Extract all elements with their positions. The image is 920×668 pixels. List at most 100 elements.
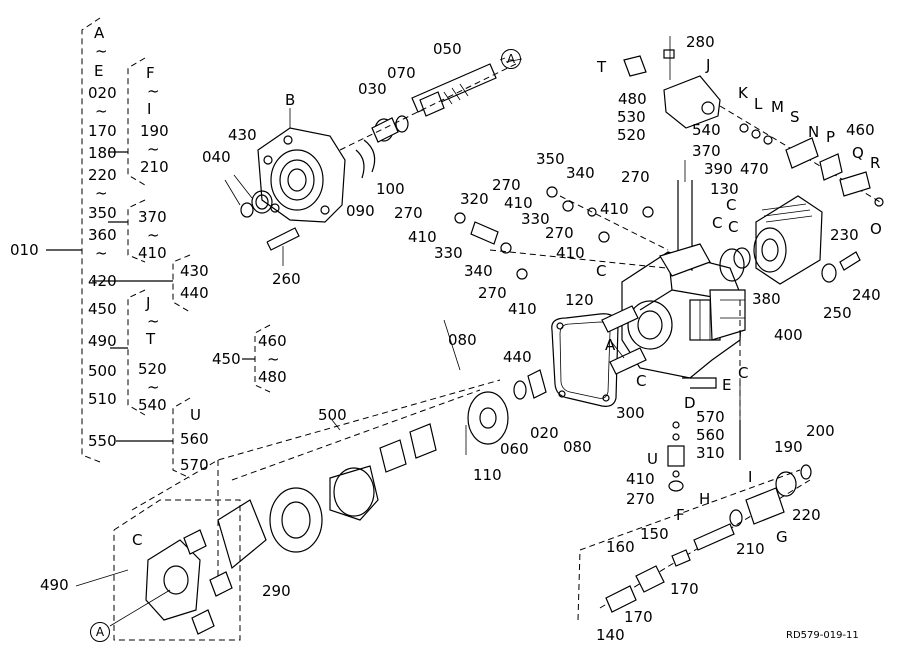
part-label: 260: [272, 270, 301, 288]
bracket-label: A: [94, 24, 105, 42]
bracket-label: 480: [258, 368, 287, 386]
part-label: 100: [376, 180, 405, 198]
rotating-group-500: [131, 369, 547, 580]
part-label: 500: [318, 406, 347, 424]
part-label: 280: [686, 33, 715, 51]
bracket-label: 450: [88, 300, 117, 318]
part-label: C: [712, 214, 723, 232]
part-label: 050: [433, 40, 462, 58]
part-label: U: [647, 450, 658, 468]
connector-marker: A: [501, 49, 521, 69]
part-label: 040: [202, 148, 231, 166]
part-label: I: [748, 468, 753, 486]
bracket-label: 570: [180, 456, 209, 474]
part-label: 150: [640, 525, 669, 543]
part-label: G: [776, 528, 788, 546]
part-label: 520: [617, 126, 646, 144]
bracket-label: ~: [147, 378, 160, 396]
part-label: 270: [621, 168, 650, 186]
part-label: K: [738, 84, 748, 102]
part-label: 030: [358, 80, 387, 98]
part-label: C: [728, 218, 739, 236]
part-label: 090: [346, 202, 375, 220]
bracket-label: 190: [140, 122, 169, 140]
part-label: L: [754, 95, 763, 113]
bracket-label: 490: [88, 332, 117, 350]
bracket-label: ~: [147, 82, 160, 100]
part-label: 310: [696, 444, 725, 462]
part-label: 540: [692, 121, 721, 139]
part-label: 530: [617, 108, 646, 126]
part-label: 370: [692, 142, 721, 160]
bracket-label: E: [94, 62, 104, 80]
bracket-label: U: [190, 406, 201, 424]
small-fittings: [454, 186, 669, 280]
bracket-label: 440: [180, 284, 209, 302]
connector-marker: A: [90, 622, 110, 642]
part-label: 230: [830, 226, 859, 244]
part-label: 270: [545, 224, 574, 242]
part-label: E: [722, 376, 732, 394]
part-label: 410: [600, 200, 629, 218]
part-label: 460: [846, 121, 875, 139]
bracket-label: ~: [95, 244, 108, 262]
part-label: 270: [626, 490, 655, 508]
part-label: S: [790, 108, 800, 126]
bracket-label: 460: [258, 332, 287, 350]
part-label: 340: [566, 164, 595, 182]
leader-lines: [75, 58, 625, 627]
bracket-label: 560: [180, 430, 209, 448]
bracket-label: ~: [147, 226, 160, 244]
plug-310: [667, 421, 685, 492]
part-label: 330: [521, 210, 550, 228]
part-label: 170: [624, 608, 653, 626]
part-label: O: [870, 220, 882, 238]
bracket-label: 210: [140, 158, 169, 176]
part-label: 170: [670, 580, 699, 598]
part-label: 410: [556, 244, 585, 262]
bracket-label: 430: [180, 262, 209, 280]
bracket-label: ~: [95, 42, 108, 60]
bracket-label: 360: [88, 226, 117, 244]
part-label: 080: [448, 331, 477, 349]
bracket-label: I: [147, 100, 152, 118]
part-label: 070: [387, 64, 416, 82]
bracket-label: F: [146, 64, 155, 82]
bracket-label: 010: [10, 241, 39, 259]
part-label: 410: [504, 194, 533, 212]
part-label: 290: [262, 582, 291, 600]
part-label: 380: [752, 290, 781, 308]
part-label: 480: [618, 90, 647, 108]
shaft-050: [339, 57, 521, 179]
bracket-label: ~: [267, 350, 280, 368]
end-cover-490: [113, 499, 241, 641]
part-label: 470: [740, 160, 769, 178]
bracket-label: 180: [88, 144, 117, 162]
bracket-label: ~: [95, 102, 108, 120]
part-label: 060: [500, 440, 529, 458]
part-label: M: [771, 98, 784, 116]
bracket-label: 020: [88, 84, 117, 102]
part-label: 400: [774, 326, 803, 344]
part-label: 430: [228, 126, 257, 144]
bracket-label: 220: [88, 166, 117, 184]
part-label: 110: [473, 466, 502, 484]
part-label: 160: [606, 538, 635, 556]
bracket-label: T: [146, 330, 156, 348]
bracket-label: 410: [138, 244, 167, 262]
part-label: 240: [852, 286, 881, 304]
part-label: 080: [563, 438, 592, 456]
part-label: 410: [626, 470, 655, 488]
bracket-label: ~: [95, 184, 108, 202]
part-label: C: [636, 372, 647, 390]
part-label: 390: [704, 160, 733, 178]
part-label: 440: [503, 348, 532, 366]
part-label: 340: [464, 262, 493, 280]
part-label: 210: [736, 540, 765, 558]
part-label: 350: [536, 150, 565, 168]
bracket-label: J: [146, 294, 151, 312]
part-label: D: [684, 394, 696, 412]
bracket-label: 520: [138, 360, 167, 378]
part-label: 270: [492, 176, 521, 194]
